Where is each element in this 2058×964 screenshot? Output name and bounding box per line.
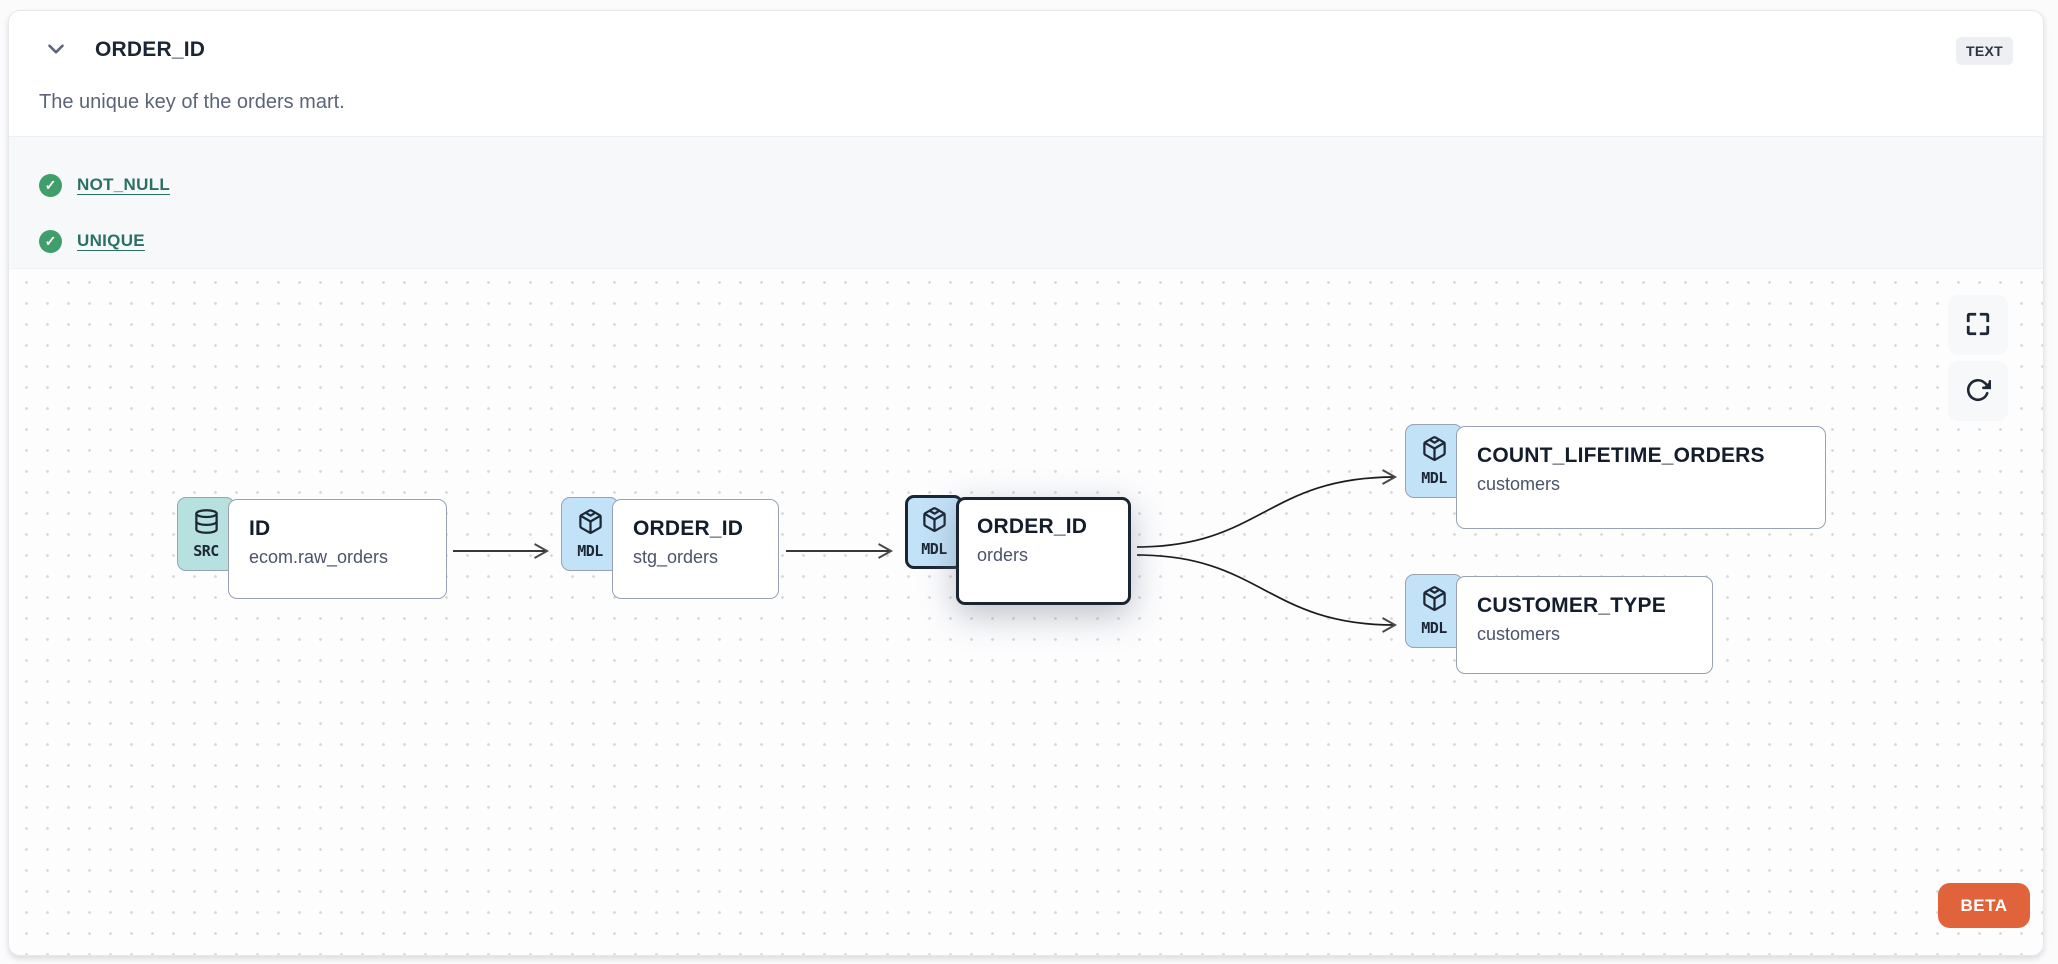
fullscreen-button[interactable] [1948, 295, 2008, 355]
test-row: ✓ NOT_NULL [39, 157, 2043, 213]
lineage-node-stg-orders[interactable]: MDL ORDER_ID stg_orders [561, 497, 779, 599]
node-card: CUSTOMER_TYPE customers [1456, 576, 1713, 674]
test-row: ✓ UNIQUE [39, 213, 2043, 269]
test-pass-icon: ✓ [39, 229, 62, 253]
fullscreen-icon [1965, 311, 1991, 340]
refresh-icon [1965, 377, 1992, 406]
test-link-not-null[interactable]: NOT_NULL [77, 175, 171, 194]
test-pass-icon: ✓ [39, 173, 62, 197]
model-badge: MDL [1405, 424, 1463, 498]
cube-icon [1421, 585, 1448, 617]
badge-label: MDL [921, 540, 947, 558]
lineage-node-source-id[interactable]: SRC ID ecom.raw_orders [177, 497, 447, 599]
lineage-node-customer-type[interactable]: MDL CUSTOMER_TYPE customers [1405, 574, 1713, 674]
node-card: COUNT_LIFETIME_ORDERS customers [1456, 426, 1826, 529]
node-title: COUNT_LIFETIME_ORDERS [1477, 444, 1765, 467]
cube-icon [577, 508, 604, 540]
node-subtitle: customers [1477, 474, 1561, 494]
lineage-node-orders-selected[interactable]: MDL ORDER_ID orders [905, 495, 1131, 605]
model-badge: MDL [561, 497, 619, 571]
badge-label: MDL [1421, 619, 1447, 637]
model-badge: MDL [905, 495, 963, 569]
lineage-node-count-lifetime-orders[interactable]: MDL COUNT_LIFETIME_ORDERS customers [1405, 424, 1826, 529]
node-title: ORDER_ID [977, 515, 1088, 538]
node-subtitle: ecom.raw_orders [249, 547, 389, 567]
refresh-button[interactable] [1948, 361, 2008, 421]
header: ORDER_ID TEXT The unique key of the orde… [9, 11, 2043, 136]
badge-label: MDL [1421, 469, 1447, 487]
column-type-badge: TEXT [1956, 37, 2013, 65]
source-badge: SRC [177, 497, 235, 571]
lineage-edges [453, 469, 1398, 633]
model-badge: MDL [1405, 574, 1463, 648]
node-subtitle: customers [1477, 624, 1561, 644]
collapse-button[interactable] [41, 35, 71, 65]
node-card: ORDER_ID stg_orders [612, 499, 779, 599]
node-card: ID ecom.raw_orders [228, 499, 447, 599]
beta-badge: BETA [1938, 883, 2030, 928]
canvas-controls [1948, 295, 2008, 421]
node-title: CUSTOMER_TYPE [1477, 594, 1666, 617]
node-card: ORDER_ID orders [956, 497, 1131, 605]
column-details-card: ORDER_ID TEXT The unique key of the orde… [8, 10, 2044, 956]
database-icon [193, 508, 220, 540]
tests-section: ✓ NOT_NULL ✓ UNIQUE [9, 136, 2043, 269]
cube-icon [921, 506, 948, 538]
node-subtitle: orders [977, 545, 1029, 565]
lineage-canvas[interactable]: SRC ID ecom.raw_orders MDL ORDER_ID stg_… [9, 269, 2043, 955]
page-title: ORDER_ID [95, 38, 206, 61]
badge-label: MDL [577, 542, 603, 560]
node-subtitle: stg_orders [633, 547, 719, 567]
node-title: ORDER_ID [633, 517, 744, 540]
chevron-down-icon [43, 36, 69, 65]
test-link-unique[interactable]: UNIQUE [77, 231, 145, 250]
cube-icon [1421, 435, 1448, 467]
node-title: ID [249, 517, 271, 540]
column-description: The unique key of the orders mart. [39, 91, 345, 113]
badge-label: SRC [193, 542, 219, 560]
